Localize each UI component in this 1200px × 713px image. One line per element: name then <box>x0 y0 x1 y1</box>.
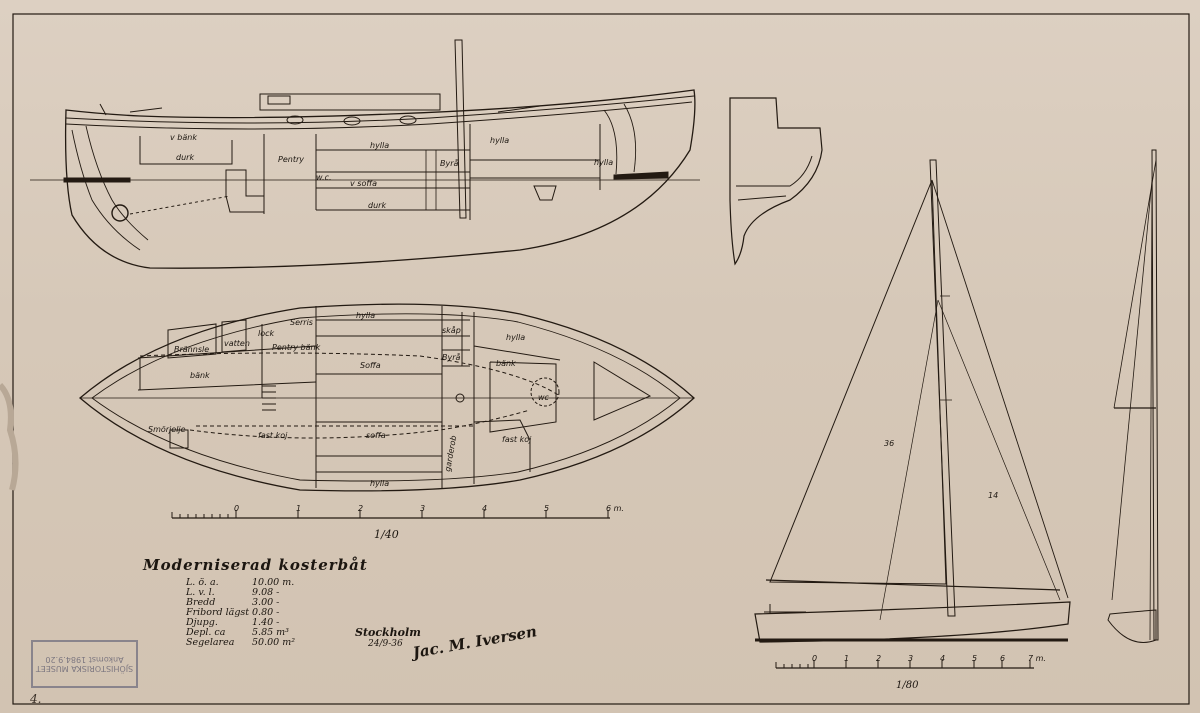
profile-view <box>30 39 700 269</box>
label-fast-koj: fast koj <box>258 431 288 440</box>
label-soffa: soffa <box>366 431 386 440</box>
label-hylla: hylla <box>370 141 389 150</box>
label-byra: Byrå <box>440 158 459 168</box>
scale-tick-label: 6 <box>1000 654 1005 663</box>
sail-labels: 36 14 <box>884 439 998 500</box>
label-fast-koj: fast koj <box>502 435 532 444</box>
place-name: Stockholm <box>355 626 421 639</box>
scale-bar-1-40 <box>171 510 610 519</box>
spec-value: 0.80 - <box>252 607 280 618</box>
spec-value: 5.85 m³ <box>252 627 289 638</box>
label-durk: durk <box>176 153 194 162</box>
sail-number-main: 36 <box>884 439 894 448</box>
spec-key: L. v. l. <box>186 587 215 598</box>
scale-tick-label: 7 m. <box>1028 654 1046 663</box>
scale-tick-label: 1 <box>296 504 301 513</box>
plan-labels: Serris hylla skåp hylla Brännsle vatten … <box>148 311 550 488</box>
label-hylla: hylla <box>490 136 509 145</box>
spec-value: 1.40 - <box>252 617 280 628</box>
scale-tick-label: 3 <box>420 504 425 513</box>
label-pentry: Pentry <box>278 155 304 164</box>
label-hylla: hylla <box>370 479 389 488</box>
sheet-number: 4. <box>30 692 42 706</box>
scale-tick-label: 4 <box>482 504 487 513</box>
scale-tick-label: 4 <box>940 654 945 663</box>
spec-row: L. v. l. 9.08 - <box>186 588 314 598</box>
label-wc: w.c. <box>316 173 332 182</box>
label-lock: lock <box>258 329 275 338</box>
scale-tick-label: 0 <box>234 504 239 513</box>
label-serris: Serris <box>290 318 313 327</box>
scale-tick-label: 1 <box>844 654 849 663</box>
scale-bar-1-80 <box>775 660 1034 669</box>
scale-ratio: 1/40 <box>374 528 399 541</box>
scale-tick-label: 0 <box>812 654 817 663</box>
label-pentry-bank: Pentry bänk <box>272 343 321 352</box>
spec-row: L. ö. a. 10.00 m. <box>186 578 314 588</box>
section-view <box>729 97 823 266</box>
sail-number-jib: 14 <box>988 491 998 500</box>
scale-tick-label: 5 <box>972 654 977 663</box>
spec-key: Fribord lägst <box>186 607 250 618</box>
spec-row: Bredd 3.00 - <box>186 598 314 608</box>
spec-key: Bredd <box>186 597 216 608</box>
label-soffa: Soffa <box>360 361 381 370</box>
sheet-border <box>12 13 1190 705</box>
sail-plan <box>754 159 1071 643</box>
spec-key: Djupg. <box>186 617 218 628</box>
museum-stamp: SJÖHISTORISKA MUSEET Ankomst 1984.9.20 <box>31 640 138 688</box>
spec-value: 9.08 - <box>252 587 280 598</box>
label-hylla: hylla <box>356 311 375 320</box>
scale-tick-label: 5 <box>544 504 549 513</box>
label-bank: bänk <box>190 371 210 380</box>
label-brannsle: Brännsle <box>174 345 209 354</box>
label-bank: bänk <box>496 359 516 368</box>
scale-ratio: 1/80 <box>896 680 919 691</box>
label-bank: v bänk <box>170 133 197 142</box>
label-vatten: vatten <box>224 339 250 348</box>
scale-tick-label: 2 <box>876 654 881 663</box>
scale-tick-label: 2 <box>358 504 363 513</box>
label-hylla: hylla <box>594 158 613 167</box>
label-byra: Byrå <box>442 352 461 362</box>
profile-labels: v bänk durk Pentry hylla hylla hylla Byr… <box>170 133 613 210</box>
scale-2-labels: 0 1 2 3 4 5 6 7 m. 1/80 <box>812 654 1046 691</box>
label-hylla: hylla <box>506 333 525 342</box>
sail-plan-front <box>1107 149 1159 643</box>
spec-value: 50.00 m² <box>252 637 296 648</box>
spec-row: Djupg. 1.40 - <box>186 618 314 628</box>
label-durk: durk <box>368 201 386 210</box>
label-smorjelje: Smörjelje <box>148 425 186 434</box>
label-soffa: v soffa <box>350 179 377 188</box>
stamp-line: Ankomst 1984.9.20 <box>45 655 124 664</box>
label-skap: skåp <box>442 325 461 335</box>
spec-key: Depl. ca <box>186 627 226 638</box>
stamp-line: SJÖHISTORISKA MUSEET <box>35 664 134 673</box>
spec-row: Segelarea 50.00 m² <box>186 638 314 648</box>
spec-table: L. ö. a. 10.00 m. L. v. l. 9.08 - Bredd 3.0… <box>186 578 314 648</box>
label-wc: wc <box>538 393 550 402</box>
label-garderob: garderob <box>443 435 458 473</box>
spec-value: 3.00 - <box>252 597 280 608</box>
spec-value: 10.00 m. <box>252 577 295 588</box>
scale-1-labels: 0 1 2 3 4 5 6 m. 1/40 <box>234 504 624 541</box>
spec-row: Depl. ca 5.85 m³ <box>186 628 314 638</box>
scale-tick-label: 6 m. <box>606 504 624 513</box>
drawing-title: Moderniserad kosterbåt <box>143 556 368 574</box>
scale-tick-label: 3 <box>908 654 913 663</box>
spec-key: L. ö. a. <box>186 577 219 588</box>
plan-view <box>78 303 695 492</box>
spec-key: Segelarea <box>186 637 235 648</box>
drawing-date: 24/9-36 <box>368 639 403 649</box>
